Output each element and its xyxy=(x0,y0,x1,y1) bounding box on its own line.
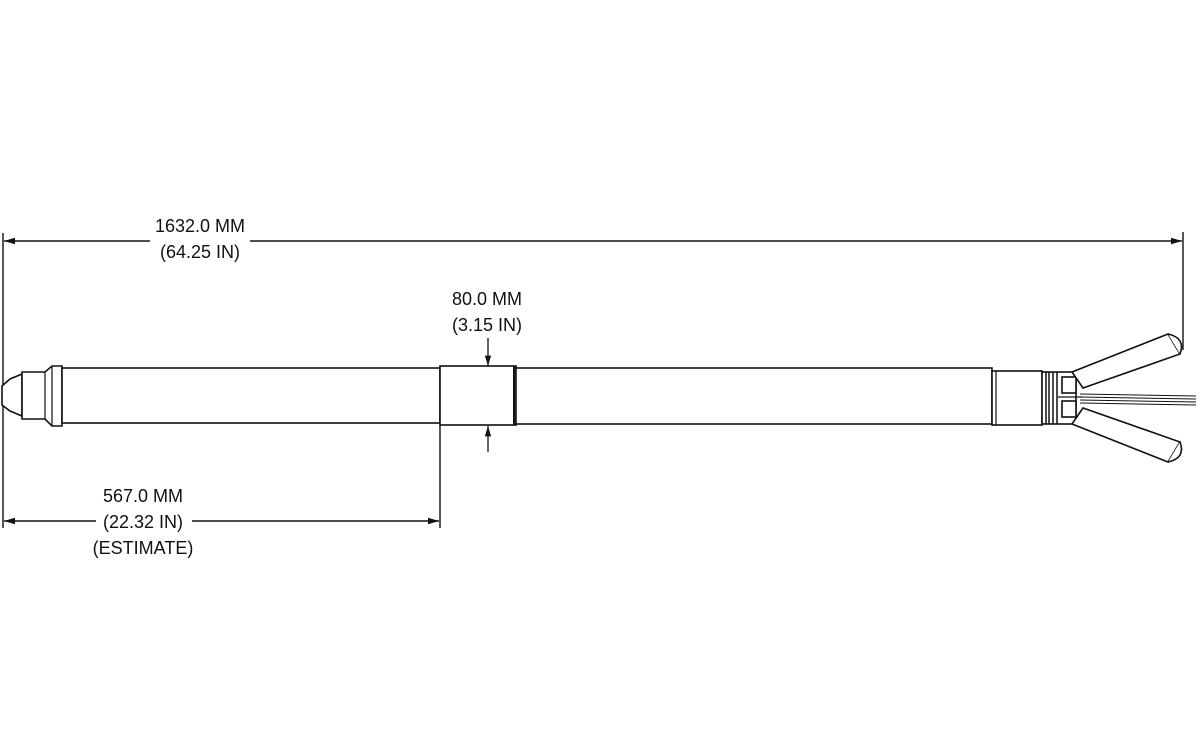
tail-section xyxy=(991,370,1043,426)
front-body xyxy=(61,367,441,424)
nose-cone xyxy=(21,365,63,427)
lower-fin xyxy=(1070,407,1182,463)
front-section-inch: (22.32 IN) xyxy=(103,512,183,532)
diameter-mm: 80.0 MM xyxy=(452,289,522,309)
diameter-inch: (3.15 IN) xyxy=(452,315,522,335)
overall-length-mm: 1632.0 MM xyxy=(155,216,245,236)
rear-body xyxy=(515,367,993,425)
sabot-band xyxy=(439,365,517,426)
tail-wires xyxy=(1079,393,1197,406)
nose-tip xyxy=(1,372,23,418)
overall-length-inch: (64.25 IN) xyxy=(160,242,240,262)
projectile-body xyxy=(1,333,1197,463)
front-section-dimension: 567.0 MM (22.32 IN) (ESTIMATE) xyxy=(2,412,441,558)
front-section-note: (ESTIMATE) xyxy=(93,538,194,558)
lower-fin-tip xyxy=(1167,441,1183,463)
front-section-mm: 567.0 MM xyxy=(103,486,183,506)
overall-length-dimension: 1632.0 MM (64.25 IN) xyxy=(2,216,1184,412)
diameter-dimension: 80.0 MM (3.15 IN) xyxy=(452,289,522,452)
upper-fin xyxy=(1070,333,1182,389)
upper-fin-tip xyxy=(1167,333,1183,355)
fin-hub xyxy=(1041,371,1082,425)
